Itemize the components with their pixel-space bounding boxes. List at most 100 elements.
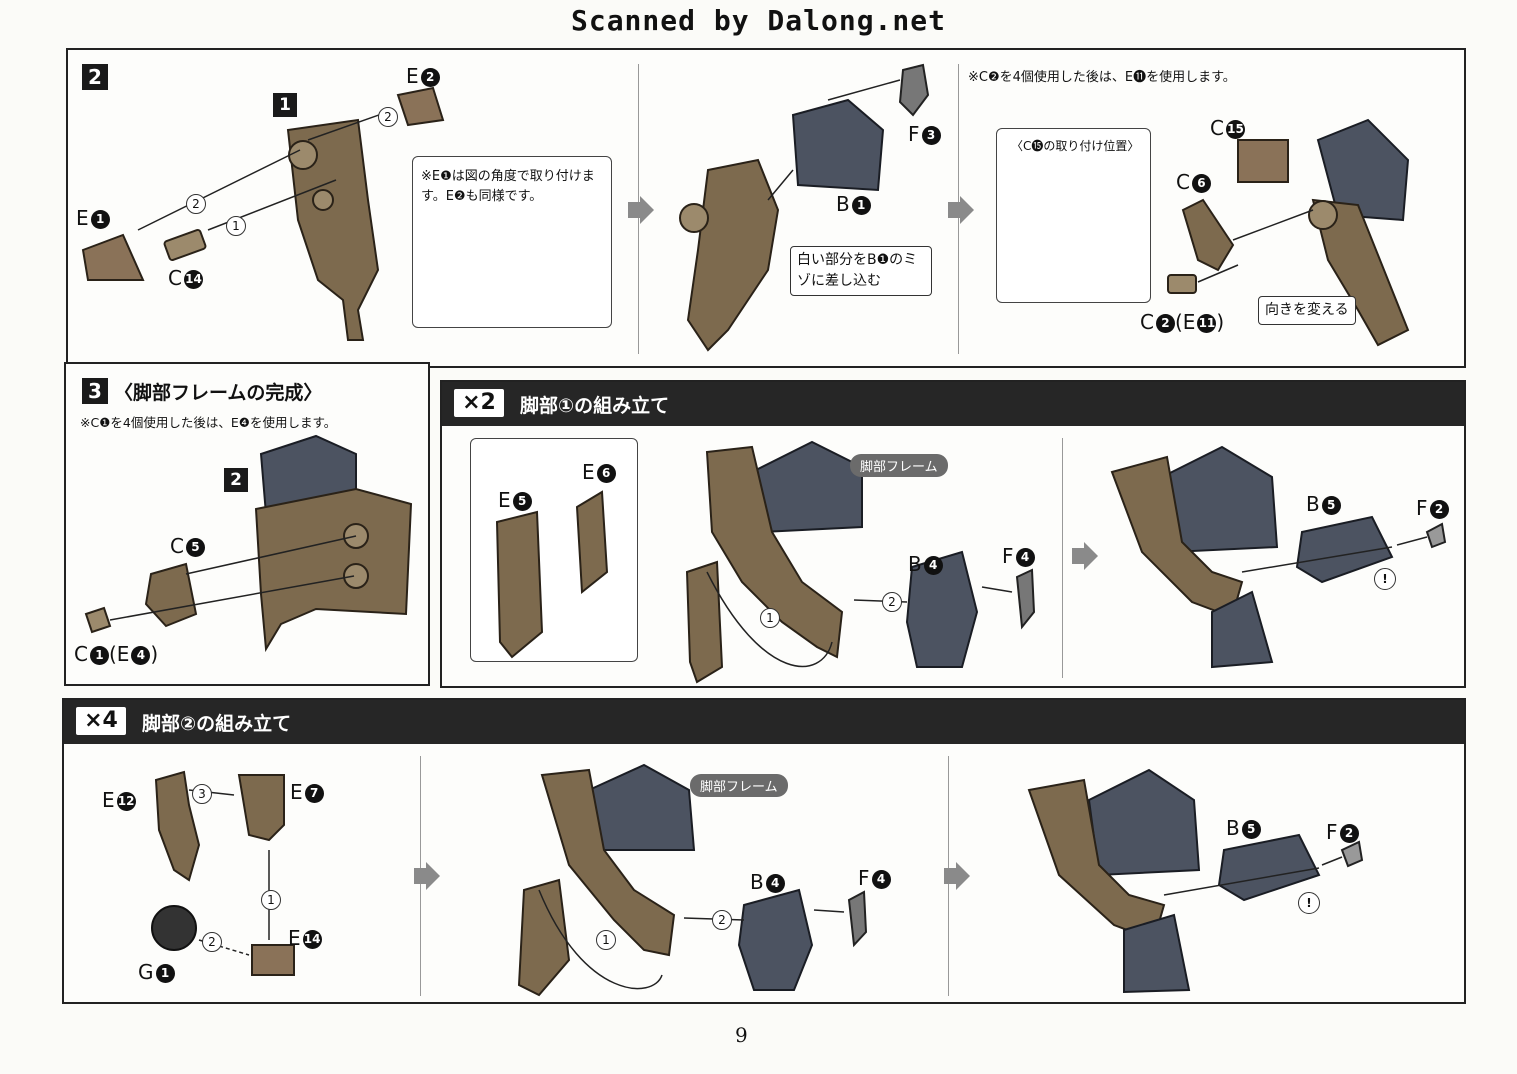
order-mark-2: 2 — [712, 910, 732, 930]
step3-number: 3 — [82, 378, 108, 404]
frame-part-1 — [286, 118, 380, 341]
part-e-assembly — [517, 878, 571, 997]
part-e2-shape — [396, 86, 445, 127]
leg-lower-leg1 — [1211, 590, 1274, 669]
frame-part-leg1-final — [1110, 455, 1244, 619]
frame-part-step3 — [254, 487, 413, 653]
callout-direction: 向きを変える — [1258, 296, 1356, 325]
flow-arrow-icon — [628, 196, 654, 224]
leg2-title: 脚部②の組み立て — [142, 713, 292, 735]
callout-white-part: 白い部分をB❶のミゾに差し込む — [790, 246, 932, 296]
part-c14-shape — [163, 228, 207, 262]
leg2-banner: ×4 脚部②の組み立て — [64, 700, 1464, 744]
part-e12-shape — [154, 770, 201, 882]
leg1-title: 脚部①の組み立て — [520, 395, 670, 417]
step3-subref: 2 — [224, 468, 248, 492]
leg1-banner: ×2 脚部①の組み立て — [442, 382, 1464, 426]
page-number: 9 — [735, 1023, 748, 1047]
part-c15-shape — [1237, 139, 1289, 183]
order-mark-2: 2 — [202, 932, 222, 952]
flow-arrow-icon — [944, 862, 970, 890]
frame-part-2 — [679, 158, 780, 352]
leg1-divider — [1062, 438, 1063, 678]
frame-part-leg1 — [705, 445, 844, 659]
flow-arrow-icon — [1072, 542, 1098, 570]
flow-arrow-icon — [948, 196, 974, 224]
part-e1-shape — [81, 233, 145, 281]
note-box-angle: ※E❶は図の角度で取り付けます。E❷も同様です。 — [412, 156, 612, 328]
warning-icon: ! — [1374, 568, 1396, 590]
frame-part-leg2-final — [1027, 778, 1166, 942]
part-b1-shape — [791, 98, 885, 192]
part-f3-shape — [898, 63, 930, 117]
part-e5e6-combined — [685, 560, 724, 684]
part-f4-shape — [1015, 568, 1036, 630]
order-mark-1: 1 — [596, 930, 616, 950]
order-mark-2: 2 — [186, 194, 206, 214]
part-e7-shape — [237, 774, 285, 842]
order-mark-1: 1 — [760, 608, 780, 628]
leg1-illustration — [495, 440, 1447, 684]
frame-part-leg2 — [540, 768, 676, 957]
inset-c15-position: 〈C⓯の取り付け位置〉 — [996, 128, 1151, 303]
part-f4-shape-leg2 — [847, 890, 868, 948]
part-g1-shape — [151, 905, 197, 951]
part-e6-shape — [575, 490, 609, 594]
part-e5-shape — [495, 510, 544, 659]
leg-lower-leg2 — [1123, 913, 1191, 994]
order-mark-1: 1 — [226, 216, 246, 236]
leg1-multiplier: ×2 — [454, 389, 504, 417]
order-mark-3: 3 — [192, 784, 212, 804]
step3-title: 〈脚部フレームの完成〉 — [114, 382, 323, 404]
inset-title: 〈C⓯の取り付け位置〉 — [1011, 139, 1140, 153]
warning-icon: ! — [1298, 892, 1320, 914]
step3-panel: 3 〈脚部フレームの完成〉 ※C❶を4個使用した後は、E❹を使用します。 2 C… — [64, 362, 430, 686]
leg2-multiplier: ×4 — [76, 707, 126, 735]
scan-credit: Scanned by Dalong.net — [570, 4, 946, 37]
order-mark-1: 1 — [261, 890, 281, 910]
part-b4-shape-leg2 — [737, 888, 814, 991]
part-c6-shape — [1181, 198, 1235, 272]
step3-note: ※C❶を4個使用した後は、E❹を使用します。 — [80, 415, 337, 430]
note-angle-text: ※E❶は図の角度で取り付けます。E❷も同様です。 — [421, 169, 595, 204]
part-b5-shape-leg2 — [1217, 833, 1321, 902]
leg1-frame-pill: 脚部フレーム — [850, 454, 948, 477]
part-e14-shape — [251, 944, 295, 976]
leg2-frame-pill: 脚部フレーム — [690, 774, 788, 797]
step2-subref: 1 — [273, 93, 297, 117]
armor-shell-leg2 — [587, 763, 696, 851]
part-c2-shape — [1167, 274, 1197, 294]
step2-illustration — [81, 63, 1410, 352]
part-c1-shape — [84, 606, 112, 634]
armor-shell-leg2-final — [1087, 768, 1201, 877]
part-b5-shape — [1295, 515, 1394, 584]
part-b4-shape — [905, 550, 979, 668]
order-mark-2: 2 — [378, 107, 398, 127]
part-f2-shape-leg2 — [1340, 840, 1364, 868]
